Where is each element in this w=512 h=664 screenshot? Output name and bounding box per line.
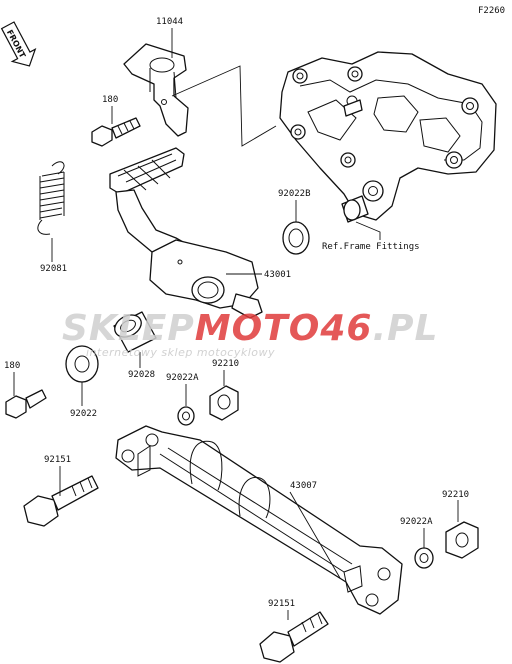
watermark-brand: SKLEPMOTO46.PL bbox=[62, 308, 438, 349]
front-arrow-icon: FRONT bbox=[0, 21, 37, 67]
part-43007-shaft bbox=[115, 425, 403, 615]
label-92022: 92022 bbox=[70, 409, 97, 419]
watermark: SKLEPMOTO46.PL internetowy sklep motocyk… bbox=[62, 308, 438, 359]
label-92151-bottom: 92151 bbox=[268, 599, 295, 609]
label-180-left: 180 bbox=[4, 361, 20, 371]
part-180-bolt-left bbox=[5, 389, 47, 419]
frame-bracket bbox=[279, 51, 497, 223]
part-180-bolt-top bbox=[91, 117, 141, 147]
part-92081-spring bbox=[37, 161, 65, 235]
part-92210-nut-bottom bbox=[445, 521, 479, 559]
label-92028: 92028 bbox=[128, 370, 155, 380]
label-43001: 43001 bbox=[264, 270, 291, 280]
label-43007: 43007 bbox=[290, 481, 317, 491]
label-92022a-top: 92022A bbox=[166, 373, 199, 383]
part-92022a-washer-top bbox=[177, 406, 195, 426]
part-92028-bushing bbox=[113, 311, 157, 353]
part-92151-bolt-bottom bbox=[259, 611, 329, 663]
label-92081: 92081 bbox=[40, 264, 67, 274]
part-92022a-washer-bottom bbox=[414, 547, 434, 569]
label-92151-left: 92151 bbox=[44, 455, 71, 465]
label-92022b: 92022B bbox=[278, 189, 311, 199]
part-11044-bracket bbox=[123, 43, 189, 137]
watermark-tagline: internetowy sklep motocyklowy bbox=[86, 346, 275, 359]
part-labels: 11044 180 92081 92022B Ref.Frame Fitting… bbox=[4, 17, 469, 609]
label-11044: 11044 bbox=[156, 17, 183, 27]
leader-lines bbox=[13, 28, 459, 620]
label-180-top: 180 bbox=[102, 95, 118, 105]
part-92022b-washer bbox=[282, 221, 310, 255]
label-92022a-bottom: 92022A bbox=[400, 517, 433, 527]
part-92151-bolt-left bbox=[23, 475, 99, 527]
part-92210-nut-top bbox=[209, 385, 239, 421]
part-43001-brake-pedal bbox=[109, 147, 263, 319]
label-92210-top: 92210 bbox=[212, 359, 239, 369]
ref-frame-fittings-note: Ref.Frame Fittings bbox=[322, 242, 420, 252]
label-92210-bottom: 92210 bbox=[442, 490, 469, 500]
diagram-code: F2260 bbox=[478, 6, 505, 16]
